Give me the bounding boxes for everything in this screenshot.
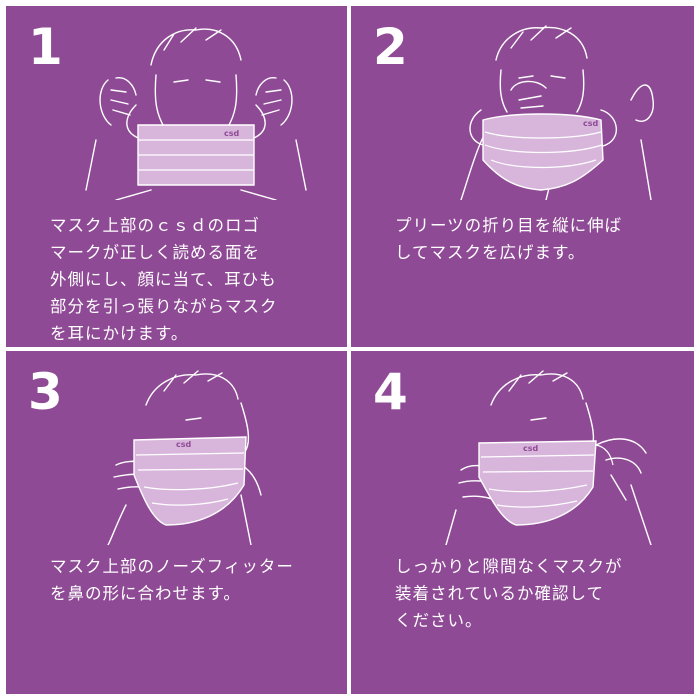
step-panel-3: 3 csd マスク上部のノーズフィッター を鼻の形に合わせます。 xyxy=(6,351,347,694)
mask: csd xyxy=(137,124,255,186)
step-2-illustration: csd xyxy=(460,25,654,200)
csd-logo: csd xyxy=(523,444,539,453)
mask: csd xyxy=(478,440,614,526)
step-caption: マスク上部のｃｓｄのロゴ マークが正しく読める面を 外側にし、顔に当て、耳ひも … xyxy=(50,216,278,343)
step-3-illustration: csd xyxy=(107,370,262,545)
step-number: 2 xyxy=(373,18,408,76)
step-caption: しっかりと隙間なくマスクが 装着されているか確認して ください。 xyxy=(395,557,623,630)
step-caption: プリーツの折り目を縦に伸ば してマスクを広げます。 xyxy=(395,216,623,262)
csd-logo: csd xyxy=(583,119,599,128)
step-panel-1: 1 xyxy=(6,6,347,347)
step-panel-2: 2 csd プリーツの折り目を縦に伸ば してマスクを広げます。 xyxy=(351,6,694,347)
csd-logo: csd xyxy=(224,129,240,138)
step-panel-4: 4 csd しっかりと隙間なくマスクが 装着されているか確認して ください。 xyxy=(351,351,694,694)
step-4-illustration: csd xyxy=(445,370,652,545)
csd-logo: csd xyxy=(176,440,192,449)
step-number: 3 xyxy=(28,363,63,421)
mask: csd xyxy=(482,113,604,191)
mask: csd xyxy=(133,436,247,526)
step-caption: マスク上部のノーズフィッター を鼻の形に合わせます。 xyxy=(50,557,294,603)
step-number: 4 xyxy=(373,363,408,421)
step-number: 1 xyxy=(28,18,63,76)
step-1-illustration: csd xyxy=(85,27,307,200)
